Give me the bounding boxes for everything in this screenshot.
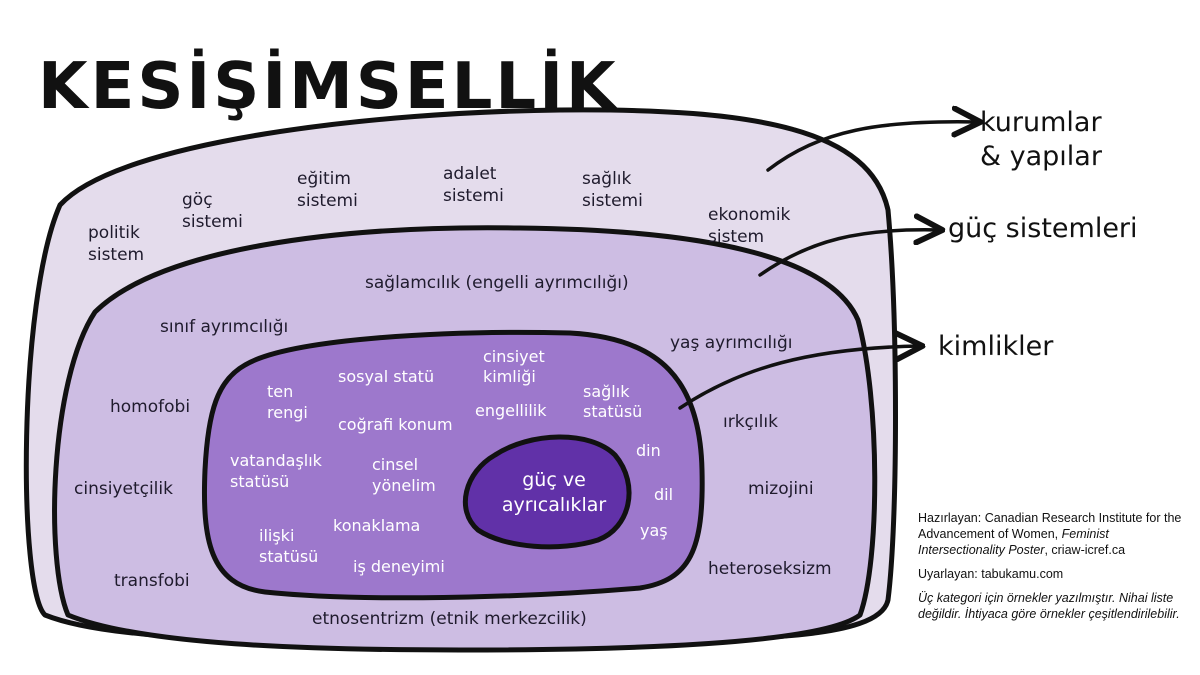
arrow-label-line: & yapılar: [980, 141, 1103, 172]
power-system-label: transfobi: [114, 571, 190, 591]
svg-text:güç sistemleri: güç sistemleri: [948, 213, 1138, 244]
identity-label: coğrafi konum: [338, 415, 453, 434]
credit-prepared-label: Hazırlayan:: [918, 511, 982, 525]
svg-text:kurumlar& yapılar: kurumlar& yapılar: [980, 107, 1103, 172]
credits: Hazırlayan: Canadian Research Institute …: [918, 510, 1193, 630]
arrow-power-systems: [758, 230, 940, 277]
power-system-label: sınıf ayrımcılığı: [160, 317, 288, 337]
power-system-label: yaş ayrımcılığı: [670, 333, 793, 353]
arrow-label-line: kurumlar: [980, 107, 1102, 138]
credit-adapted-by: Uyarlayan: tabukamu.com: [918, 567, 1064, 581]
identity-label: sosyal statü: [338, 367, 434, 386]
power-system-label: etnosentrizm (etnik merkezcilik): [312, 609, 587, 629]
identity-label: dil: [654, 485, 673, 504]
identity-label: engellilik: [475, 401, 547, 420]
arrow-label-line: kimlikler: [938, 331, 1054, 362]
arrow-identities: [678, 346, 920, 410]
power-system-label: ırkçılık: [723, 412, 778, 432]
power-system-label: cinsiyetçilik: [74, 479, 173, 499]
arrow-label-identities: kimlikler: [938, 331, 1054, 362]
identity-label: yaş: [640, 521, 668, 540]
identity-label: konaklama: [333, 516, 420, 535]
svg-text:kimlikler: kimlikler: [938, 331, 1054, 362]
power-system-label: homofobi: [110, 397, 190, 417]
credit-poster-title: Feminist Intersectionality Poster: [918, 527, 1109, 557]
power-system-label: heteroseksizm: [708, 559, 832, 579]
credit-prepared-text: Canadian Research Institute for the Adva…: [918, 511, 1182, 541]
credit-prepared-by: Hazırlayan: Canadian Research Institute …: [918, 510, 1193, 558]
arrow-label-institutions: kurumlar& yapılar: [980, 107, 1103, 172]
credit-poster-source: , criaw-icref.ca: [1044, 543, 1126, 557]
power-system-label: sağlamcılık (engelli ayrımcılığı): [365, 273, 629, 293]
arrow-label-power-systems: güç sistemleri: [948, 213, 1138, 244]
arrow-institutions: [766, 122, 978, 172]
identity-label: din: [636, 441, 661, 460]
credit-note: Üç kategori için örnekler yazılmıştır. N…: [918, 591, 1180, 621]
arrow-label-line: güç sistemleri: [948, 213, 1138, 244]
identity-label: iş deneyimi: [353, 557, 445, 576]
power-system-label: mizojini: [748, 479, 814, 499]
core-shape: [462, 434, 632, 550]
